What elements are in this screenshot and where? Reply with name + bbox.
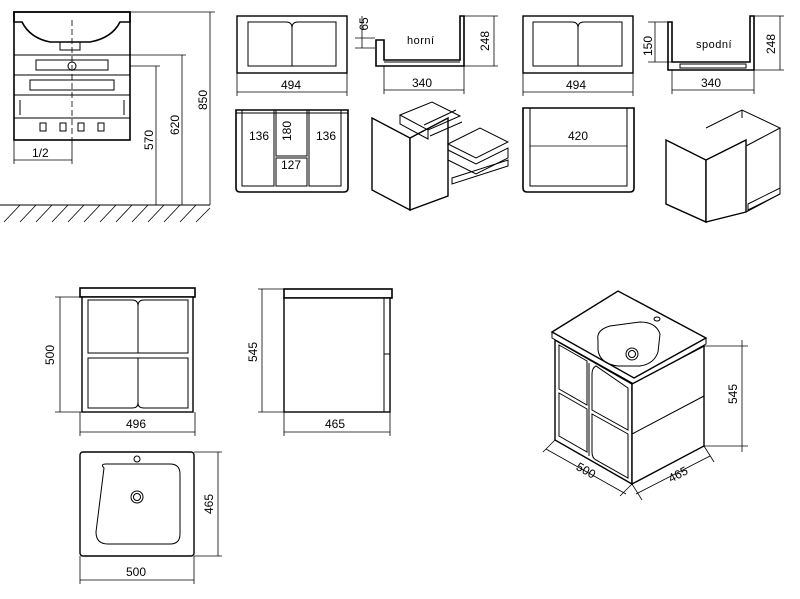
bottom-drawer-label: spodní (696, 39, 732, 51)
dim-570: 570 (142, 130, 156, 150)
dim-340-a: 340 (412, 76, 432, 90)
bottom-drawer-profile: 150 spodní 248 340 (641, 15, 784, 94)
wall-elevation-view: 1/2 570 620 850 (0, 11, 215, 223)
front-view-full: 500 496 (43, 287, 196, 436)
dim-465-b: 465 (202, 494, 216, 514)
dim-136-b: 136 (316, 129, 336, 143)
floor-hatch (0, 204, 211, 223)
dim-340-b: 340 (701, 76, 721, 90)
top-drawer-profile: 65 horní 248 340 (355, 15, 498, 94)
bottom-drawer-isometric (665, 109, 782, 224)
top-drawer-isometric (371, 101, 510, 212)
top-plan-view: 465 500 (79, 451, 222, 584)
top-drawer-plan: 136 136 180 127 (235, 109, 349, 193)
dim-620: 620 (168, 115, 182, 135)
front-view-bottom-drawer: 494 (522, 15, 634, 96)
dim-127: 127 (281, 158, 301, 172)
dim-420: 420 (568, 129, 588, 143)
dim-850: 850 (196, 90, 210, 110)
half-width-dim: 1/2 (32, 146, 49, 160)
full-isometric-view: 545 500 465 (542, 290, 748, 501)
front-view-top-drawer: 494 (236, 15, 348, 96)
dim-248-a: 248 (478, 31, 492, 51)
dim-465-a: 465 (325, 417, 345, 431)
dim-65: 65 (357, 17, 371, 31)
dim-150: 150 (641, 36, 655, 56)
dim-496: 496 (126, 417, 146, 431)
dim-545-a: 545 (246, 342, 260, 362)
dim-136-a: 136 (249, 129, 269, 143)
side-view: 545 465 (246, 288, 393, 436)
dim-248-b: 248 (764, 34, 778, 54)
dim-500-b: 500 (126, 565, 146, 579)
dim-494-b: 494 (566, 78, 586, 92)
basin-section (13, 11, 131, 43)
dim-465-c: 465 (666, 463, 691, 485)
dim-545-b: 545 (726, 384, 740, 404)
dim-180: 180 (280, 121, 294, 141)
top-drawer-label: horní (407, 35, 435, 47)
bottom-drawer-plan: 420 (522, 107, 635, 193)
dim-500-a: 500 (43, 345, 57, 365)
dim-494-a: 494 (281, 78, 301, 92)
